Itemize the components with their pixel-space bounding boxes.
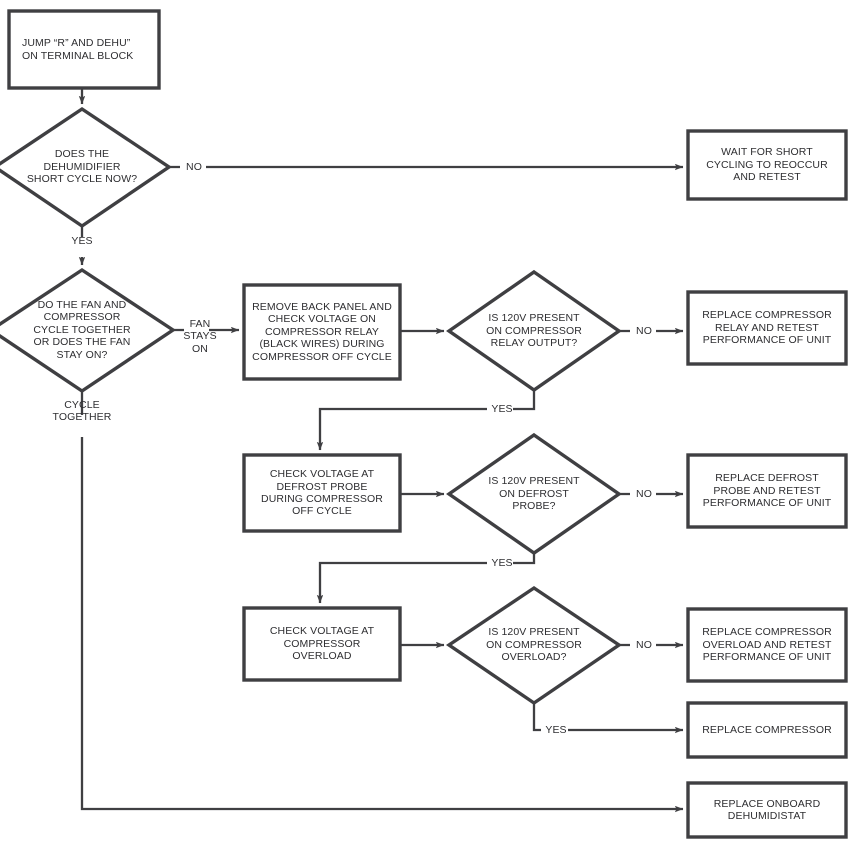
shape-q-defrost-probe <box>446 432 622 556</box>
shape-q-fan-compressor <box>0 267 177 394</box>
shape-remove-back-panel <box>242 283 402 381</box>
shape-replace-onboard-dehumidistat <box>686 781 848 839</box>
shape-q-compressor-overload <box>445 585 623 706</box>
edge-overload-yes <box>532 703 683 730</box>
edge-relay-yes <box>320 390 536 450</box>
edge-cycle-together <box>80 391 683 809</box>
edge-defrost-yes <box>320 553 536 603</box>
shape-wait-short-cycling <box>686 129 848 201</box>
shape-start-jump <box>7 9 161 90</box>
shape-q-relay-output <box>446 269 622 393</box>
shape-replace-defrost-probe <box>686 453 848 529</box>
shape-replace-compressor <box>686 701 848 759</box>
shape-replace-relay <box>686 290 848 366</box>
shape-check-compressor-overload <box>242 606 402 682</box>
shape-replace-compressor-overload <box>686 607 848 683</box>
shape-check-defrost-probe <box>242 453 402 533</box>
shape-q-short-cycle <box>0 106 173 229</box>
